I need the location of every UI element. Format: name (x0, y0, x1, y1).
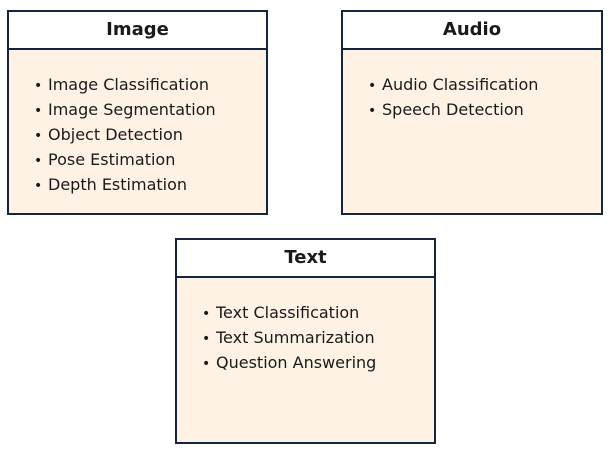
list-item-label: Depth Estimation (48, 175, 188, 194)
image-box-header: Image (9, 12, 266, 50)
bullet-icon (34, 73, 48, 98)
bullet-icon (34, 173, 48, 198)
bullet-icon (368, 98, 382, 123)
list-item-label: Image Classification (48, 75, 210, 94)
list-item: Speech Detection (368, 98, 595, 123)
bullet-icon (202, 326, 216, 351)
list-item-label: Object Detection (48, 125, 183, 144)
list-item-label: Pose Estimation (48, 150, 176, 169)
list-item: Image Classification (34, 73, 260, 98)
bullet-icon (34, 98, 48, 123)
list-item-label: Question Answering (216, 353, 377, 372)
text-box-title: Text (284, 247, 327, 268)
list-item: Pose Estimation (34, 148, 260, 173)
list-item: Object Detection (34, 123, 260, 148)
bullet-icon (368, 73, 382, 98)
list-item-label: Speech Detection (382, 100, 524, 119)
audio-task-list: Audio Classification Speech Detection (343, 50, 601, 123)
list-item: Text Classification (202, 301, 428, 326)
bullet-icon (34, 123, 48, 148)
list-item: Depth Estimation (34, 173, 260, 198)
image-box-title: Image (106, 19, 169, 40)
list-item-label: Text Classification (216, 303, 360, 322)
list-item-label: Image Segmentation (48, 100, 216, 119)
list-item: Question Answering (202, 351, 428, 376)
list-item: Audio Classification (368, 73, 595, 98)
list-item-label: Audio Classification (382, 75, 539, 94)
text-box-header: Text (177, 240, 434, 278)
audio-box: Audio Audio Classification Speech Detect… (341, 10, 603, 215)
text-task-list: Text Classification Text Summarization Q… (177, 278, 434, 376)
bullet-icon (34, 148, 48, 173)
audio-box-header: Audio (343, 12, 601, 50)
audio-box-title: Audio (442, 19, 502, 40)
image-task-list: Image Classification Image Segmentation … (9, 50, 266, 198)
image-box: Image Image Classification Image Segment… (7, 10, 268, 215)
text-box: Text Text Classification Text Summarizat… (175, 238, 436, 444)
list-item: Image Segmentation (34, 98, 260, 123)
list-item: Text Summarization (202, 326, 428, 351)
list-item-label: Text Summarization (216, 328, 375, 347)
bullet-icon (202, 301, 216, 326)
bullet-icon (202, 351, 216, 376)
